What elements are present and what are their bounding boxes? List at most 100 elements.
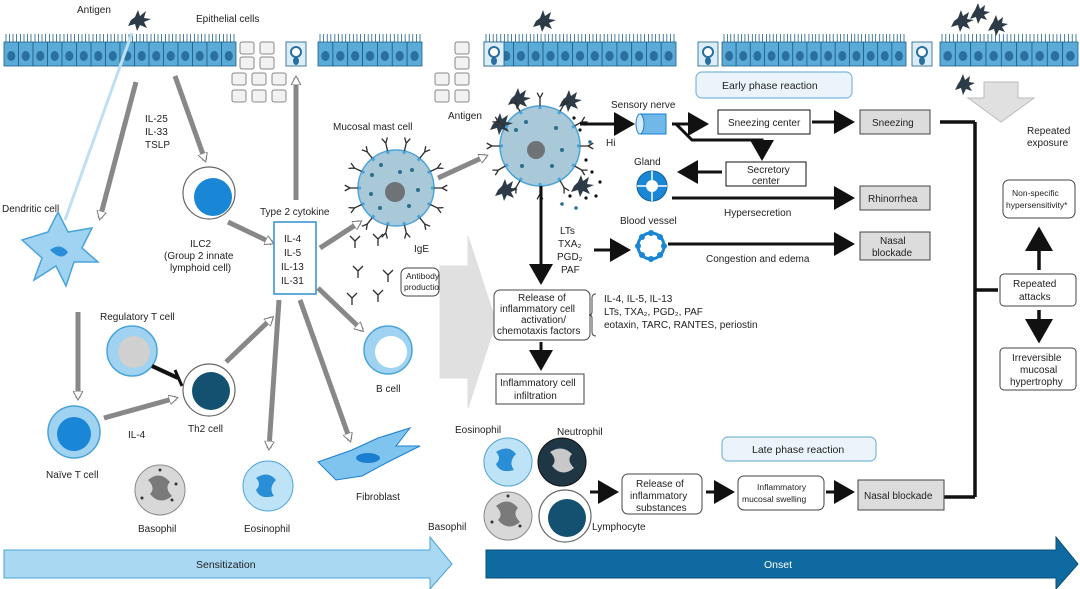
goblet-vesicle <box>290 46 302 58</box>
epithelial-nucleus <box>649 51 658 61</box>
ige-receptor <box>403 137 411 152</box>
b-cell-label: B cell <box>376 384 400 395</box>
irreversible-label-3: hypertrophy <box>1010 377 1063 388</box>
fc-receptor <box>402 221 406 226</box>
late-phase-box <box>721 436 877 462</box>
b-cell <box>363 325 413 375</box>
epithelial-nucleus <box>561 51 570 61</box>
eosinophil-left <box>242 460 294 512</box>
epithelial-nucleus <box>7 51 16 61</box>
arrow-cytokine-to-fibroblast <box>297 299 350 440</box>
sensitization-bar <box>3 535 453 589</box>
goblet-vesicle <box>488 46 500 58</box>
epithelial-nucleus <box>321 51 330 61</box>
ige-receptor <box>429 203 444 214</box>
antibody-production-label: Antibody <box>406 271 440 281</box>
sensory-nerve-icon <box>635 113 667 135</box>
repeated-exposure-label-2: exposure <box>1027 138 1069 149</box>
sensitization-label: Sensitization <box>196 559 256 571</box>
early-phase-box <box>695 71 853 99</box>
basophil-late-label: Basophil <box>428 522 466 533</box>
ige-receptor <box>429 162 444 173</box>
fc-receptor <box>402 150 406 155</box>
epithelial-nucleus <box>1035 51 1044 61</box>
rhinorrhea-box <box>859 185 931 211</box>
epithelial-nucleus <box>181 51 190 61</box>
nasal-blockade-late-label: Nasal blockade <box>864 491 933 502</box>
epithelial-nucleus <box>725 51 734 61</box>
infiltration-box <box>495 373 585 405</box>
fc-receptor <box>361 201 366 206</box>
release-factors-label-2: inflammatory cell <box>500 304 575 315</box>
irreversible-box <box>999 347 1077 391</box>
repeated-attacks-box <box>999 273 1077 307</box>
fc-receptor <box>371 157 376 162</box>
ige-receptor <box>348 203 363 214</box>
nonspecific-box <box>1002 179 1076 219</box>
hi-label: Hi <box>606 138 615 149</box>
mediator-paf: PAF <box>561 265 580 276</box>
epithelial-nucleus <box>380 51 390 61</box>
th2-cell-label: Th2 cell <box>188 424 223 435</box>
epithelial-nucleus <box>810 51 818 61</box>
repeated-exposure-arrow <box>966 81 1036 123</box>
epithelial-nucleus <box>781 51 790 61</box>
ige-receptor <box>361 217 373 230</box>
epithelial-nucleus <box>36 51 45 61</box>
release-substances-label-2: inflammatory <box>630 491 687 502</box>
epithelial-nucleus <box>824 51 833 61</box>
epithelial-nucleus <box>50 51 59 61</box>
antibody-production-box <box>400 267 440 297</box>
epithelial-nucleus <box>620 51 629 61</box>
onset-bar <box>485 535 1079 589</box>
ige-receptor <box>574 165 588 176</box>
epithelial-nucleus <box>1050 51 1060 61</box>
regulatory-t-cell-label: Regulatory T cell <box>100 312 175 323</box>
epithelial-nucleus <box>852 51 861 61</box>
big-transition-arrow <box>439 235 497 409</box>
epithelial-nucleus <box>866 51 875 61</box>
mediator-pgd2: PGD₂ <box>557 252 583 263</box>
epithelial-nucleus <box>795 51 804 61</box>
th2-cell <box>182 363 236 417</box>
epithelial-nucleus <box>152 51 161 61</box>
fc-receptor <box>386 150 390 155</box>
fc-receptor <box>426 170 431 175</box>
antigen-particles-top <box>128 3 1008 95</box>
basophil-late <box>483 491 533 541</box>
ige-receptor <box>419 217 431 230</box>
fc-receptor <box>416 214 421 219</box>
ilc2-cell <box>182 166 236 220</box>
swelling-box <box>737 475 825 511</box>
epithelial-nucleus <box>838 51 847 61</box>
regulatory-t-cell <box>106 325 158 377</box>
eosinophil-left-label: Eosinophil <box>244 524 290 535</box>
fc-receptor <box>504 124 509 129</box>
epithelial-nucleus <box>336 51 345 61</box>
epithelial-nucleus <box>350 51 360 61</box>
ige-receptor <box>559 180 570 194</box>
epithelial-nucleus <box>958 51 968 61</box>
sneezing-center-box <box>717 109 811 135</box>
epithelial-nucleus <box>137 51 146 61</box>
epithelial-nucleus <box>94 51 103 61</box>
sneezing-box <box>859 109 931 135</box>
release-factors-label: Release of <box>518 293 566 304</box>
ilc2-label-3: lymphoid cell) <box>170 263 231 274</box>
naive-t-cell-label: Naïve T cell <box>46 470 98 481</box>
ige-receptor <box>559 98 570 112</box>
ige-receptor <box>419 146 431 159</box>
antigen-label-top: Antigen <box>77 5 111 16</box>
rhinorrhea-label: Rhinorrhea <box>868 194 918 205</box>
ige-receptor <box>580 142 594 150</box>
secretory-center-box <box>725 161 807 187</box>
arrow-nerve-to-secretory <box>674 122 774 161</box>
congestion-edema-label: Congestion and edema <box>706 254 810 265</box>
epithelial-nucleus <box>210 51 219 61</box>
infiltration-label: Inflammatory cell <box>500 378 576 389</box>
nasal-blockade-late-box <box>857 479 945 511</box>
epithelial-nucleus <box>410 51 419 61</box>
lymphocyte <box>538 489 592 543</box>
repeated-attacks-label: Repeated <box>1013 279 1056 290</box>
epithelial-nucleus <box>531 51 540 61</box>
